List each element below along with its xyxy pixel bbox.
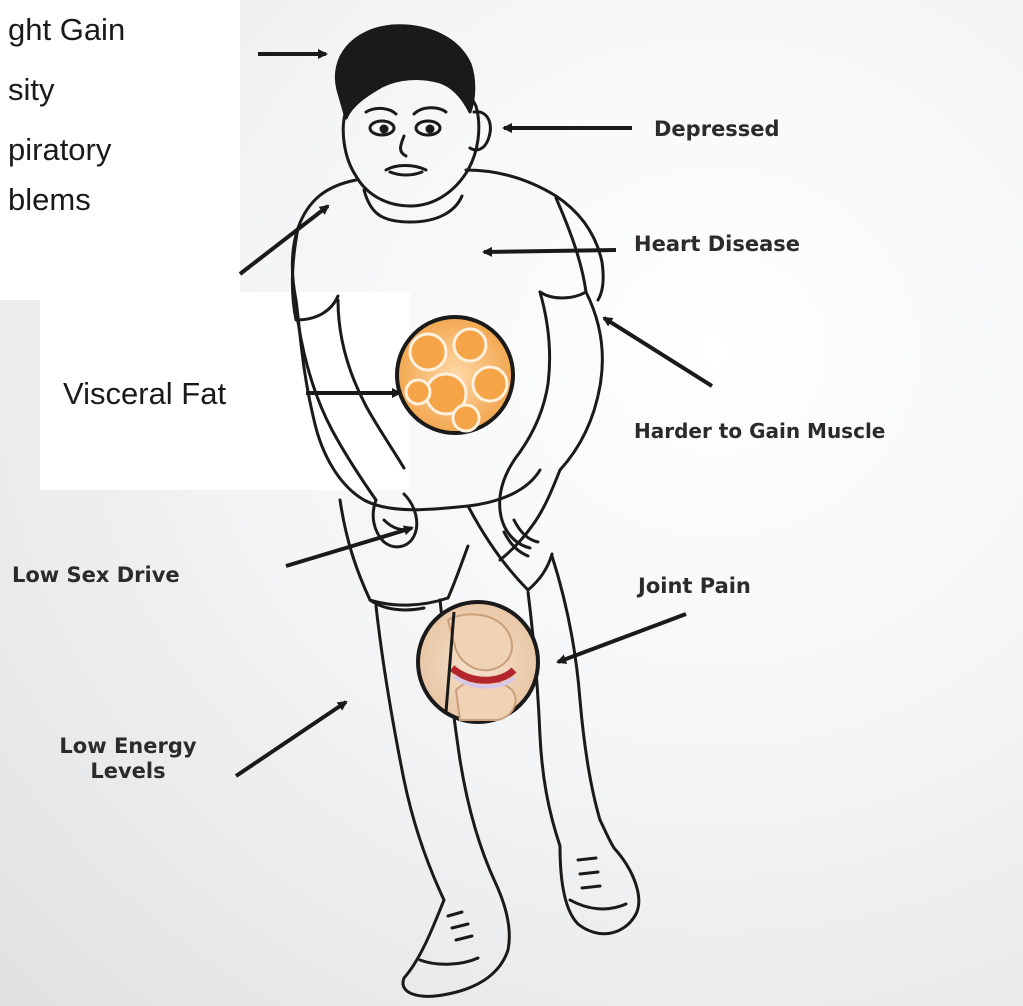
visceral-fat-bubble	[397, 317, 513, 433]
visceral-fat-label: Visceral Fat	[63, 374, 226, 413]
joint-bubble	[418, 602, 538, 722]
depressed-label: Depressed	[654, 117, 780, 142]
respiratory-text: piratory	[8, 130, 111, 169]
heart-disease-label: Heart Disease	[634, 232, 800, 257]
low-energy-levels-label: Low Energy Levels	[28, 734, 228, 784]
low-sex-drive-label: Low Sex Drive	[12, 563, 180, 588]
problems-text: blems	[8, 180, 91, 219]
weight-gain-text: ght Gain	[8, 10, 125, 49]
joint-pain-label: Joint Pain	[638, 574, 751, 599]
shorts	[340, 500, 468, 605]
low-energy-line1: Low Energy	[28, 734, 228, 759]
head	[343, 86, 479, 206]
hair	[336, 26, 473, 118]
low-energy-line2: Levels	[28, 759, 228, 784]
obesity-text: sity	[8, 70, 55, 109]
harder-to-gain-muscle-label: Harder to Gain Muscle	[634, 419, 885, 443]
right-shoe	[560, 820, 639, 934]
